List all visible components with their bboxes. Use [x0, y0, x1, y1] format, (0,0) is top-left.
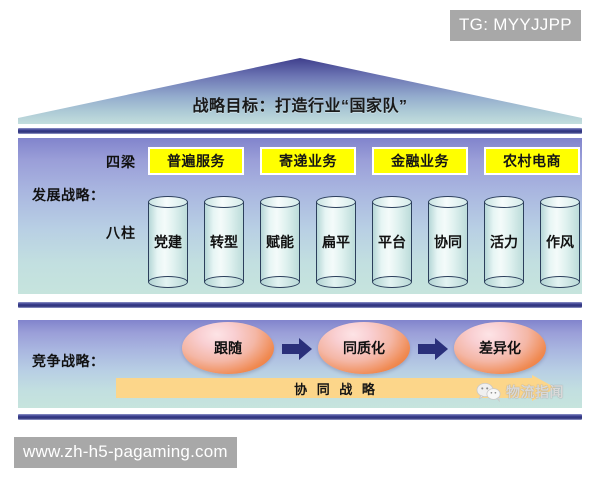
pillar-base	[484, 276, 524, 288]
pillar-cap	[316, 196, 356, 208]
separator-bar-top	[18, 128, 582, 134]
pillar-label: 党建	[154, 233, 182, 250]
pillar-body	[372, 202, 412, 282]
synergy-band-label: 协 同 战 略	[294, 381, 378, 397]
pillar-cap	[428, 196, 468, 208]
beam-box[interactable]: 普遍服务	[148, 147, 244, 175]
stage-group: 跟随 同质化 差异化	[18, 320, 582, 380]
pillar-base	[204, 276, 244, 288]
pillar-body	[540, 202, 580, 282]
stage-ellipse[interactable]: 差异化	[454, 322, 546, 374]
pillar-cap	[148, 196, 188, 208]
pillar-base	[148, 276, 188, 288]
pillar[interactable]: 作风	[540, 196, 580, 288]
right-arrow-icon	[418, 338, 448, 360]
top-watermark: TG: MYYJJPP	[450, 10, 581, 41]
competitive-strategy-label: 竞争战略：	[32, 353, 105, 369]
eight-pillars-tag: 八柱	[106, 225, 136, 241]
pillar[interactable]: 赋能	[260, 196, 300, 288]
development-strategy-label: 发展战略：	[32, 187, 105, 203]
pillar-cap	[484, 196, 524, 208]
pillar[interactable]: 活力	[484, 196, 524, 288]
wechat-icon	[476, 383, 501, 402]
pillar-label: 活力	[490, 233, 518, 250]
pillar-body	[316, 202, 356, 282]
pillar-base	[428, 276, 468, 288]
wechat-account-name: 物流指闻	[506, 384, 564, 400]
pillar[interactable]: 转型	[204, 196, 244, 288]
pillar-label: 赋能	[266, 233, 294, 250]
right-arrow-icon	[282, 338, 312, 360]
pillar-label: 协同	[434, 233, 462, 250]
pillar-cap	[372, 196, 412, 208]
pillar-cap	[204, 196, 244, 208]
pillar-label: 作风	[546, 233, 574, 250]
pillar-body	[484, 202, 524, 282]
wechat-brand-badge: 物流指闻	[476, 380, 588, 404]
beam-box[interactable]: 金融业务	[372, 147, 468, 175]
pillar-body	[148, 202, 188, 282]
stage-ellipse[interactable]: 同质化	[318, 322, 410, 374]
pillar-base	[372, 276, 412, 288]
pillar-group: 党建 转型 赋能 扁平	[148, 196, 600, 288]
four-beams-tag: 四梁	[106, 154, 136, 170]
roof-shape: 战略目标：打造行业“国家队”	[18, 58, 582, 124]
synergy-arrow-band	[116, 375, 556, 401]
pillar-base	[540, 276, 580, 288]
beam-box[interactable]: 农村电商	[484, 147, 580, 175]
roof-title: 战略目标：打造行业“国家队”	[192, 98, 408, 115]
pillar-base	[316, 276, 356, 288]
pillar-cap	[260, 196, 300, 208]
separator-bar-bottom	[18, 414, 582, 420]
pillar-label: 转型	[210, 233, 238, 250]
pillar-label: 平台	[378, 233, 406, 250]
separator-bar-middle	[18, 302, 582, 308]
pillar-label: 扁平	[322, 233, 350, 250]
pillar[interactable]: 协同	[428, 196, 468, 288]
stage-ellipse[interactable]: 跟随	[182, 322, 274, 374]
pillar-body	[260, 202, 300, 282]
beam-box[interactable]: 寄递业务	[260, 147, 356, 175]
bottom-watermark: www.zh-h5-pagaming.com	[14, 437, 237, 468]
pillar-body	[204, 202, 244, 282]
pillar-base	[260, 276, 300, 288]
pillar-body	[428, 202, 468, 282]
beam-box-group: 普遍服务 寄递业务 金融业务 农村电商	[148, 147, 580, 175]
development-strategy-panel: 发展战略： 四梁 八柱 普遍服务 寄递业务 金融业务 农村电商 党建 转型	[18, 138, 582, 294]
pillar[interactable]: 扁平	[316, 196, 356, 288]
pillar[interactable]: 党建	[148, 196, 188, 288]
pillar[interactable]: 平台	[372, 196, 412, 288]
pillar-cap	[540, 196, 580, 208]
